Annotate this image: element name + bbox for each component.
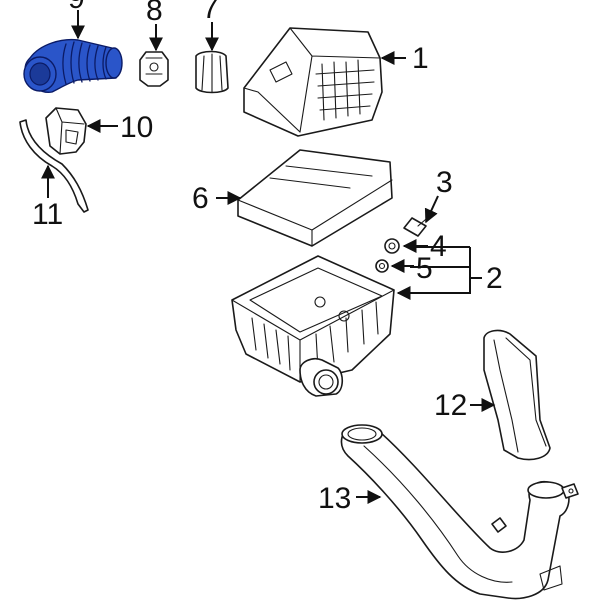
callout-13: 13 (318, 482, 382, 515)
callout-1-label: 1 (412, 42, 429, 75)
callout-8-label: 8 (146, 0, 163, 27)
callout-3-label: 3 (436, 166, 453, 199)
callout-12-label: 12 (434, 389, 467, 422)
part-7-seal[interactable] (195, 50, 229, 94)
part-4-nut[interactable] (384, 238, 400, 254)
callout-2: 2 (396, 246, 503, 300)
callout-11: 11 (32, 164, 63, 231)
part-6-air-filter[interactable] (237, 149, 393, 247)
callout-11-label: 11 (32, 198, 63, 231)
callout-12: 12 (434, 389, 496, 422)
part-8-clamp[interactable] (139, 51, 169, 87)
part-2-air-cleaner-housing[interactable] (231, 255, 395, 397)
callout-10: 10 (86, 111, 153, 144)
callout-4: 4 (402, 230, 447, 263)
callout-10-label: 10 (120, 111, 153, 144)
callout-7: 7 (202, 0, 219, 52)
callout-6: 6 (192, 182, 242, 215)
callout-1: 1 (380, 42, 429, 75)
callout-3: 3 (424, 166, 453, 224)
callout-6-label: 6 (192, 182, 209, 215)
callout-7-label: 7 (202, 0, 219, 25)
part-9-intake-duct[interactable] (23, 38, 123, 93)
part-1-air-cleaner-cover[interactable] (243, 27, 383, 137)
callout-9-label: 9 (68, 0, 85, 15)
callout-5-label: 5 (416, 252, 433, 285)
callout-9: 9 (68, 0, 85, 40)
part-10-bracket[interactable] (45, 107, 87, 155)
callout-2-label: 2 (486, 262, 503, 295)
part-5-grommet[interactable] (375, 259, 389, 273)
callout-4-label: 4 (430, 230, 447, 263)
part-12-duct-shield[interactable] (483, 329, 551, 461)
callout-13-label: 13 (318, 482, 351, 515)
part-13-inlet-duct[interactable] (340, 424, 579, 600)
callout-8: 8 (146, 0, 163, 52)
callout-5: 5 (390, 252, 433, 285)
